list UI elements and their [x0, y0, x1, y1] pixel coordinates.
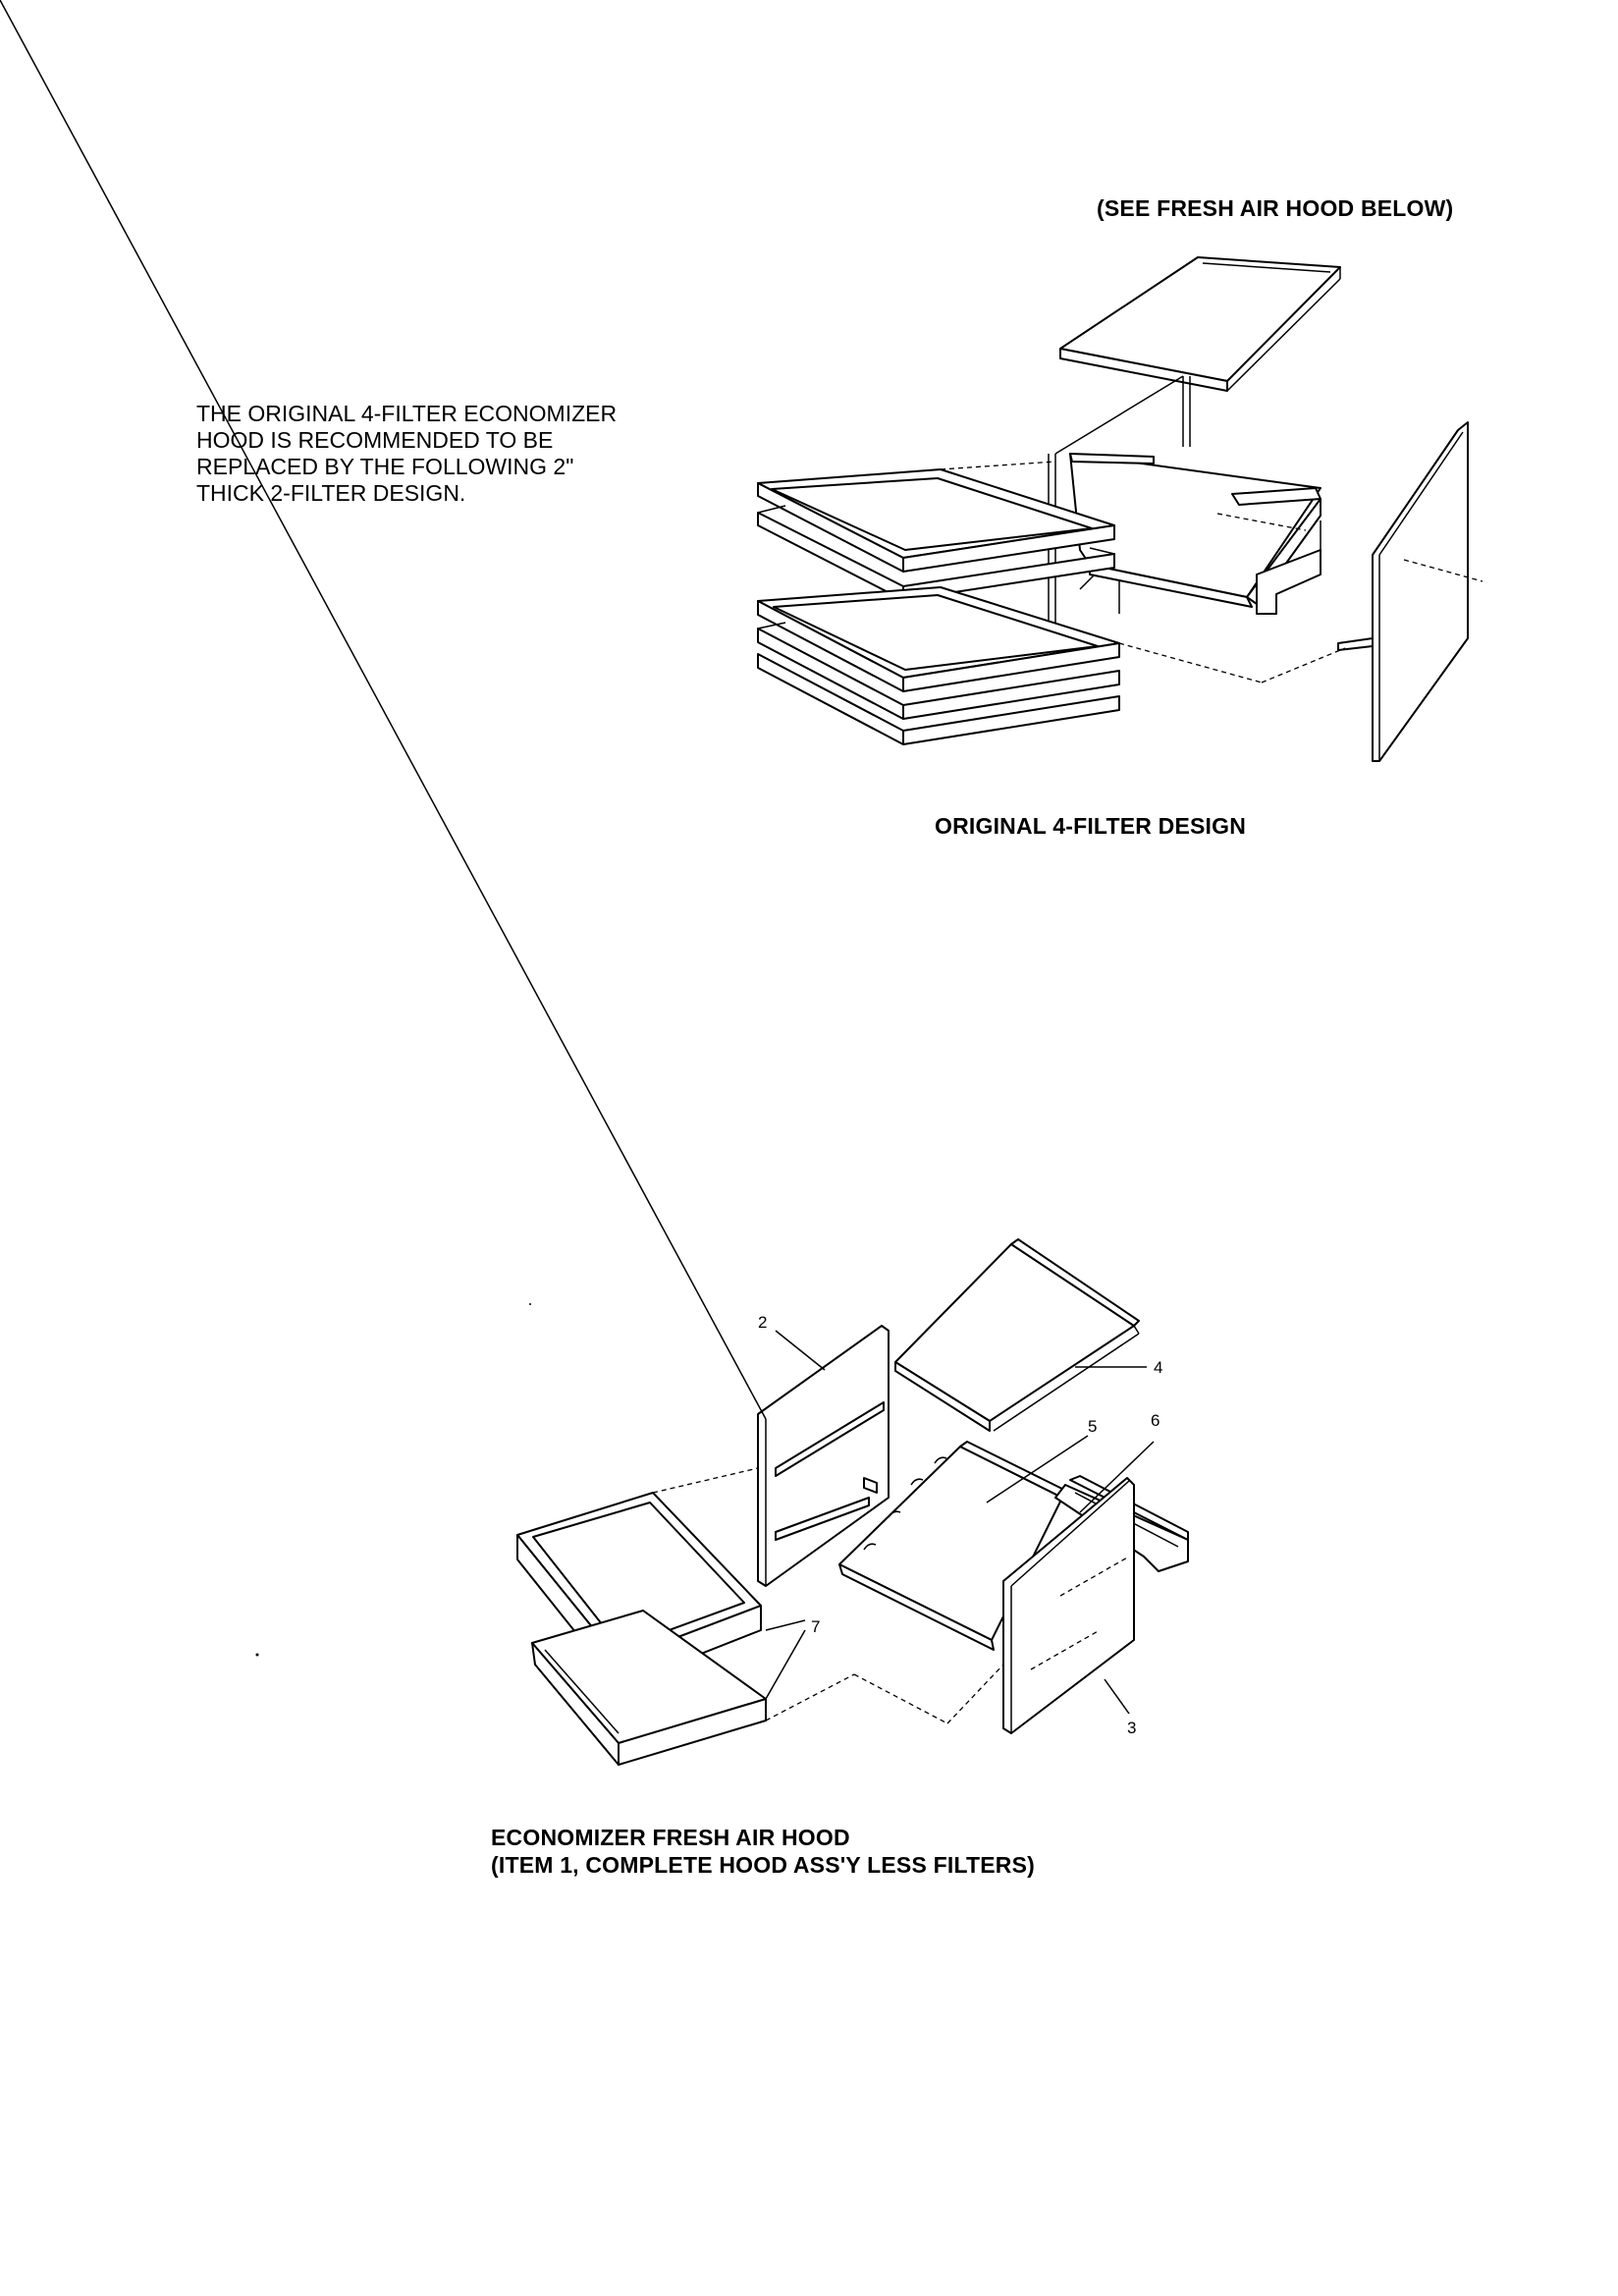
item-7-filters	[516, 1492, 767, 1766]
hood-side-panel	[1337, 421, 1483, 762]
item-4-top-panel	[894, 1238, 1140, 1432]
figure2-caption-line-2: (ITEM 1, COMPLETE HOOD ASS'Y LESS FILTER…	[491, 1852, 1035, 1878]
callout-5: 5	[1088, 1417, 1097, 1436]
see-fresh-air-hood-note: (SEE FRESH AIR HOOD BELOW)	[1097, 195, 1454, 221]
intro-line-1: THE ORIGINAL 4-FILTER ECONOMIZER	[196, 401, 618, 426]
item-3-side-panel	[1002, 1477, 1135, 1734]
intro-line-3: REPLACED BY THE FOLLOWING 2"	[196, 454, 574, 479]
original-4-filter-hood-drawing	[757, 256, 1483, 762]
intro-line-2: HOOD IS RECOMMENDED TO BE	[196, 427, 554, 453]
filter-stack-lower	[757, 586, 1120, 745]
hood-top-panel	[1059, 256, 1341, 392]
callout-2: 2	[758, 1313, 767, 1332]
callout-7: 7	[811, 1617, 820, 1636]
hood-tray	[1069, 453, 1321, 615]
callout-3: 3	[1127, 1719, 1136, 1737]
economizer-fresh-air-hood-drawing: 2 4 5 6 3 7	[0, 0, 1189, 1766]
leader-2	[775, 1330, 826, 1371]
intro-paragraph: THE ORIGINAL 4-FILTER ECONOMIZER HOOD IS…	[196, 401, 617, 507]
figure1-caption: ORIGINAL 4-FILTER DESIGN	[935, 813, 1247, 839]
intro-line-4: THICK 2-FILTER DESIGN.	[196, 480, 466, 506]
leader-5	[986, 1435, 1089, 1503]
speck	[255, 1653, 259, 1657]
leader-7b	[765, 1629, 806, 1700]
leader-3	[1104, 1678, 1130, 1715]
callout-4: 4	[1154, 1358, 1162, 1377]
figure2-caption-line-1: ECONOMIZER FRESH AIR HOOD	[491, 1825, 850, 1850]
leader-6	[1079, 1441, 1155, 1513]
filter-stack-upper	[757, 468, 1115, 601]
callout-6: 6	[1151, 1411, 1160, 1430]
speck	[529, 1303, 531, 1305]
item-2-side-panel	[0, 0, 890, 1587]
leader-7a	[765, 1619, 806, 1631]
